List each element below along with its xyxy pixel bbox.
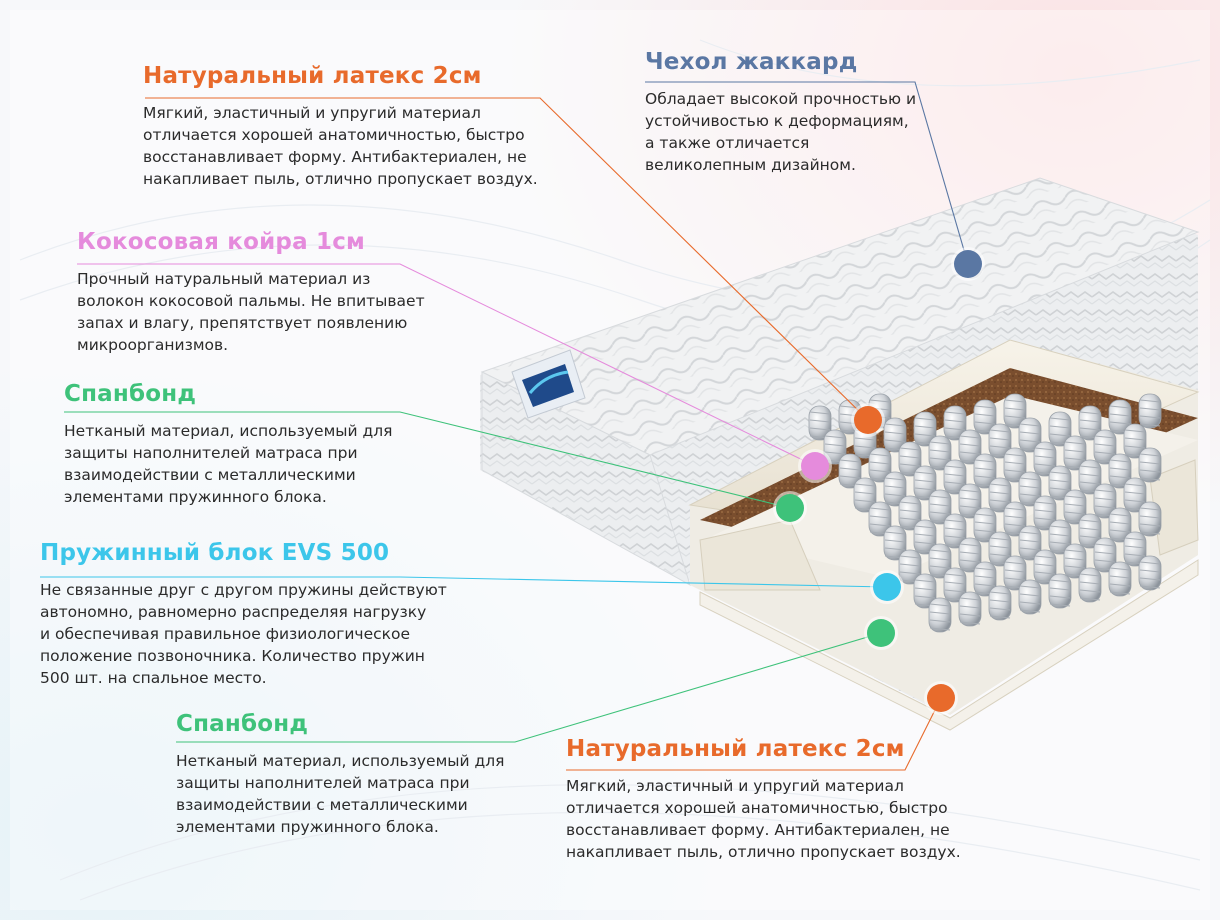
spring-coil bbox=[1018, 471, 1042, 507]
spring-coil bbox=[943, 405, 967, 441]
leader-lines bbox=[40, 81, 969, 771]
spring-coil bbox=[1123, 423, 1147, 459]
spring-coil bbox=[958, 591, 982, 627]
spring-coil bbox=[1078, 459, 1102, 495]
layer-cover: Чехол жаккард Обладает высокой прочность… bbox=[645, 48, 916, 176]
spring-coil bbox=[1063, 489, 1087, 525]
leader-line-latex-top bbox=[145, 97, 869, 421]
marker-dot-cover bbox=[954, 250, 982, 278]
marker-dot-coir bbox=[801, 452, 829, 480]
leader-line-spring-block bbox=[40, 576, 888, 588]
leader-line-spunbond-top bbox=[64, 411, 791, 509]
spring-coil bbox=[868, 501, 892, 537]
spring-coil bbox=[943, 513, 967, 549]
spring-coil bbox=[1063, 543, 1087, 579]
spring-coil bbox=[883, 471, 907, 507]
spring-coil bbox=[1003, 447, 1027, 483]
spring-coil bbox=[1108, 453, 1132, 489]
spring-coil bbox=[1048, 519, 1072, 555]
leader-line-spunbond-bottom bbox=[176, 632, 882, 743]
spring-coil bbox=[988, 531, 1012, 567]
spring-coil bbox=[1033, 549, 1057, 585]
layer-latex-top: Натуральный латекс 2см Мягкий, эластичны… bbox=[143, 62, 538, 190]
layer-description: Прочный натуральный материал из волокон … bbox=[77, 270, 425, 354]
spring-coil bbox=[808, 405, 832, 441]
spring-coil bbox=[1123, 477, 1147, 513]
layer-title: Пружинный блок EVS 500 bbox=[40, 540, 390, 566]
spring-coil bbox=[973, 399, 997, 435]
spring-coil bbox=[883, 525, 907, 561]
leader-line-cover bbox=[645, 81, 969, 265]
marker-dot-spunbond-bottom bbox=[867, 619, 895, 647]
spring-coil bbox=[1003, 393, 1027, 429]
spring-coil bbox=[898, 495, 922, 531]
layer-title: Чехол жаккард bbox=[645, 49, 858, 75]
spring-coil bbox=[1138, 447, 1162, 483]
spring-coil bbox=[928, 543, 952, 579]
layer-title: Натуральный латекс 2см bbox=[143, 63, 482, 89]
spring-coil bbox=[868, 447, 892, 483]
spring-coil bbox=[898, 549, 922, 585]
spring-coil bbox=[1093, 537, 1117, 573]
layer-description: Обладает высокой прочностью и устойчивос… bbox=[645, 90, 917, 174]
layer-description: Не связанные друг с другом пружины дейст… bbox=[40, 581, 447, 687]
spring-coil bbox=[1138, 555, 1162, 591]
marker-dot-latex-top bbox=[854, 406, 882, 434]
spring-coil bbox=[958, 429, 982, 465]
spring-coil bbox=[1033, 441, 1057, 477]
spring-coil bbox=[1108, 561, 1132, 597]
layer-title: Спанбонд bbox=[64, 381, 197, 407]
spring-coil bbox=[1063, 435, 1087, 471]
spring-coil bbox=[928, 489, 952, 525]
spring-block bbox=[808, 393, 1162, 633]
layer-description: Нетканый материал, используемый для защи… bbox=[64, 422, 393, 506]
spring-coil bbox=[913, 465, 937, 501]
layer-markers bbox=[773, 247, 985, 715]
layer-description: Мягкий, эластичный и упругий материал от… bbox=[143, 104, 538, 188]
spring-coil bbox=[958, 483, 982, 519]
spring-coil bbox=[1048, 411, 1072, 447]
spring-coil bbox=[988, 477, 1012, 513]
spring-coil bbox=[838, 453, 862, 489]
layer-spunbond-bottom: Спанбонд Нетканый материал, используемый… bbox=[176, 710, 504, 838]
spring-coil bbox=[1093, 429, 1117, 465]
spring-coil bbox=[1033, 495, 1057, 531]
spring-coil bbox=[1138, 393, 1162, 429]
spring-coil bbox=[988, 585, 1012, 621]
spring-coil bbox=[1138, 501, 1162, 537]
marker-dot-spring-block bbox=[873, 573, 901, 601]
spring-coil bbox=[928, 435, 952, 471]
layer-spunbond-top: Спанбонд Нетканый материал, используемый… bbox=[64, 380, 392, 508]
layer-title: Спанбонд bbox=[176, 711, 309, 737]
spring-coil bbox=[1018, 417, 1042, 453]
spring-coil bbox=[1018, 525, 1042, 561]
layer-description: Мягкий, эластичный и упругий материал от… bbox=[566, 777, 961, 861]
spring-coil bbox=[1048, 573, 1072, 609]
spring-coil bbox=[1003, 555, 1027, 591]
layer-description: Нетканый материал, используемый для защи… bbox=[176, 752, 505, 836]
brand-tag-icon bbox=[511, 349, 586, 419]
marker-dot-spunbond-top bbox=[776, 494, 804, 522]
spring-coil bbox=[1003, 501, 1027, 537]
spring-coil bbox=[1018, 579, 1042, 615]
spring-coil bbox=[928, 597, 952, 633]
layer-title: Кокосовая койра 1см bbox=[77, 229, 366, 255]
spring-coil bbox=[913, 573, 937, 609]
layer-latex-bottom: Натуральный латекс 2см Мягкий, эластичны… bbox=[566, 735, 961, 863]
spring-coil bbox=[898, 441, 922, 477]
spring-coil bbox=[1093, 483, 1117, 519]
leader-line-latex-bottom bbox=[566, 697, 942, 771]
layer-title: Натуральный латекс 2см bbox=[566, 736, 905, 762]
layer-spring-block: Пружинный блок EVS 500 Не связанные друг… bbox=[40, 539, 447, 689]
spring-coil bbox=[1108, 507, 1132, 543]
spring-coil bbox=[913, 519, 937, 555]
layer-coir: Кокосовая койра 1см Прочный натуральный … bbox=[77, 228, 425, 356]
marker-dot-latex-bottom bbox=[927, 684, 955, 712]
spring-coil bbox=[973, 507, 997, 543]
spring-coil bbox=[973, 561, 997, 597]
spring-coil bbox=[1078, 567, 1102, 603]
leader-line-coir bbox=[77, 263, 816, 467]
spring-coil bbox=[1108, 399, 1132, 435]
